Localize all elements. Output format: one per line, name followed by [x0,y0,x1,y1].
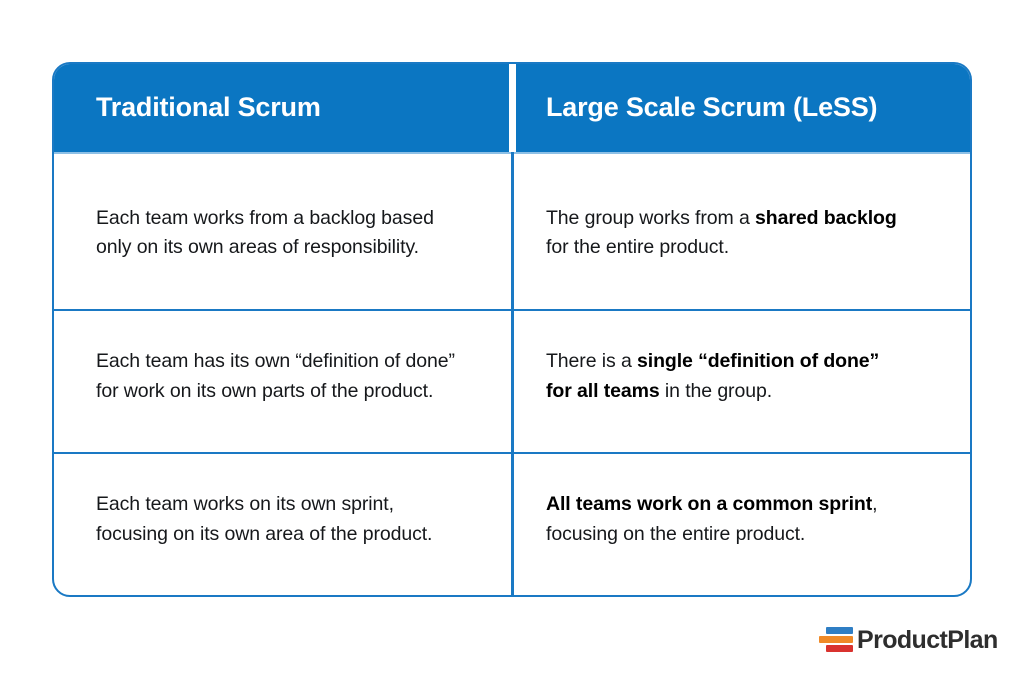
comparison-table: Traditional Scrum Large Scale Scrum (LeS… [52,62,972,597]
cell-text: Each team has its own “definition of don… [96,349,455,402]
column-header-large-scale-scrum: Large Scale Scrum (LeSS) [512,64,970,152]
logo-bar-middle [819,636,853,643]
table-header-row: Traditional Scrum Large Scale Scrum (LeS… [54,64,970,152]
cell-text-part: for the entire product. [546,236,730,259]
cell-text-emphasis: All teams work on a common sprint [546,492,873,515]
cell-text-part: in the group. [659,379,773,402]
table-cell-row2-traditional: Each team has its own “definition of don… [54,308,512,452]
productplan-bars-icon [819,626,853,654]
cell-text-part: , focusing on the entire product. [546,492,878,545]
logo-bar-bottom [826,645,853,652]
table-cell-row1-traditional: Each team works from a backlog based onl… [54,168,512,309]
cell-text: Each team works on its own sprint, focus… [96,492,433,545]
table-cell-row3-traditional: Each team works on its own sprint, focus… [54,451,512,595]
table-grid: Traditional Scrum Large Scale Scrum (LeS… [54,64,970,595]
table-cell-row2-less: There is a single “definition of done” f… [512,308,970,452]
column-header-label: Traditional Scrum [96,92,321,123]
productplan-logo: ProductPlan [819,626,998,654]
cell-text: Each team works from a backlog based onl… [96,206,434,259]
logo-bar-top [826,627,853,634]
table-cell-row1-less: The group works from a shared backlog fo… [512,168,970,309]
header-column-gap [509,64,516,152]
cell-text-part: The group works from a [546,206,756,229]
column-header-traditional-scrum: Traditional Scrum [54,64,512,152]
cell-text-emphasis: shared backlog [755,206,897,229]
cell-text-emphasis: single “definition of done” for all team… [546,349,880,402]
cell-text-part: There is a [546,349,638,372]
table-cell-row3-less: All teams work on a common sprint, focus… [512,451,970,595]
logo-wordmark: ProductPlan [857,625,998,654]
column-header-label: Large Scale Scrum (LeSS) [546,92,878,123]
